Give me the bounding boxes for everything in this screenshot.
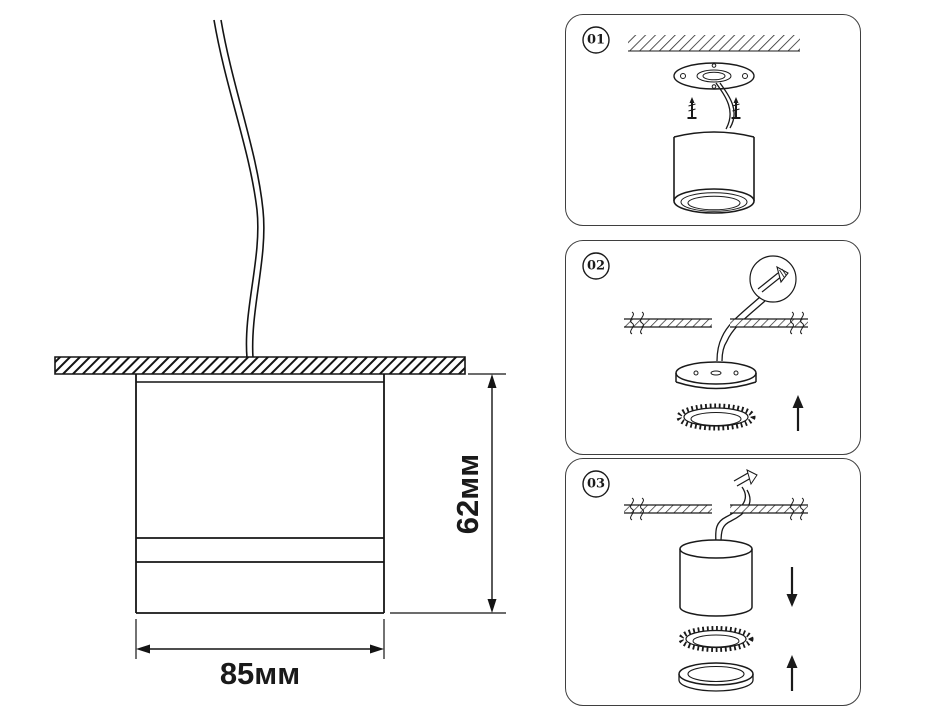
break-mark [791, 498, 794, 520]
ceiling-slab [55, 357, 465, 374]
ceiling-hatch [628, 35, 800, 51]
trim-ring [679, 406, 753, 428]
wire [717, 297, 765, 361]
step-number-label: 02 [587, 259, 605, 274]
up-arrow-icon [792, 395, 804, 431]
trim-ring [681, 629, 751, 650]
fixture-body [136, 374, 384, 613]
height-dimension-label: 62мм [450, 454, 485, 534]
break-mark [801, 498, 804, 520]
mounting-base [676, 362, 756, 389]
ceiling-cross-section [624, 498, 808, 520]
step-panel-2: 02 [565, 240, 861, 455]
mounting-screws [688, 97, 741, 118]
step-3-illustration: 03 [566, 469, 808, 704]
step-number-badge: 03 [583, 471, 609, 497]
lamp-body [674, 132, 754, 213]
height-dimension: 62мм [390, 374, 506, 613]
screw-icon [688, 97, 697, 118]
mounting-plate [674, 63, 754, 89]
step-panel-3: 03 [565, 458, 861, 706]
step-number-badge: 02 [583, 253, 609, 279]
decor-ring [679, 663, 753, 691]
step-number-label: 01 [587, 33, 605, 48]
power-wire [214, 20, 264, 358]
step-number-badge: 01 [583, 27, 609, 53]
width-dimension-label: 85мм [220, 656, 300, 691]
step-2-illustration: 02 [566, 241, 808, 453]
break-mark [641, 498, 644, 520]
wiring-detail-callout [750, 256, 796, 302]
fixture-dimension-drawing: 62мм 85мм [0, 0, 560, 691]
ceiling-cross-section [624, 312, 808, 334]
break-mark [631, 498, 634, 520]
up-arrow-icon [786, 655, 798, 691]
width-dimension: 85мм [136, 619, 384, 691]
wire-connector [734, 469, 758, 486]
down-arrow-icon [786, 567, 798, 607]
step-1-illustration: 01 [566, 15, 800, 224]
break-mark [801, 312, 804, 334]
lamp-body [680, 540, 752, 616]
break-mark [631, 312, 634, 334]
break-mark [791, 312, 794, 334]
wire [716, 83, 734, 129]
break-mark [641, 312, 644, 334]
step-number-label: 03 [587, 477, 605, 492]
step-panel-1: 01 [565, 14, 861, 226]
wire [716, 487, 750, 543]
ceiling-hatch-bar [55, 357, 465, 374]
